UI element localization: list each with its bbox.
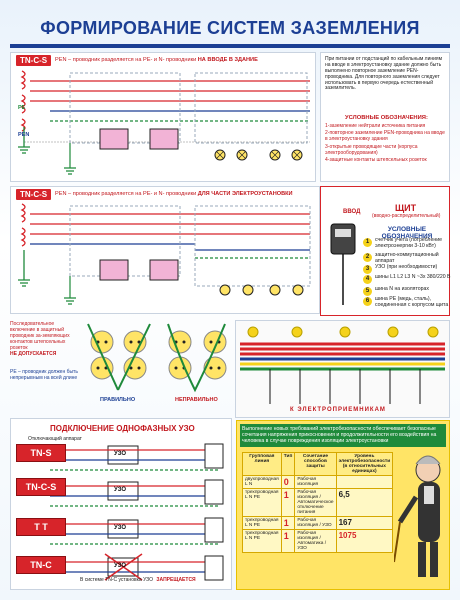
safety-table-header: Групповая линия Тип Сочетание способов з… <box>242 452 394 476</box>
shield-legend-number-3: 3 <box>363 265 372 274</box>
section2-diagram-svg <box>18 203 311 305</box>
uzo-diagram-svg <box>50 443 224 581</box>
shield-legend-text-4: шины L1 L2 L3 N ~3x 380/220 В <box>375 274 451 280</box>
shield-legend-text-1: счетчик учета (потребление электроэнерги… <box>375 237 442 249</box>
section1-caption-text: PEN – проводник разделяется на PE- и N- … <box>55 57 197 63</box>
uzo-system-tn-s: TN-S <box>16 444 66 462</box>
uzo-note-text: В системе TN-C установка УЗО <box>80 577 154 583</box>
safety-cell-value: 167 <box>335 516 394 530</box>
safety-cell-method: Рабочая изоляция / Автоматическое отключ… <box>294 488 337 517</box>
uzo-device-1: УЗО <box>114 451 127 457</box>
uzo-device-2: УЗО <box>114 487 127 493</box>
uzo-device-4: УЗО <box>114 563 127 569</box>
note-legend-title: УСЛОВНЫЕ ОБОЗНАЧЕНИЯ: <box>345 115 428 121</box>
title-divider <box>10 44 450 48</box>
uzo-system-tn-c-s: TN-C-S <box>16 478 66 496</box>
uzo-disconnector-label: Отключающий аппарат <box>28 436 82 442</box>
note-text: При питании от подстанций по кабельным л… <box>325 56 443 92</box>
section1-panel <box>10 52 316 182</box>
shield-legend-number-6: 6 <box>363 297 372 306</box>
sockets-diagram-svg <box>87 323 227 393</box>
bus-arrow-text: К ЭЛЕКТРОПРИЕМНИКАМ <box>290 407 386 413</box>
page-title: ФОРМИРОВАНИЕ СИСТЕМ ЗАЗЕМЛЕНИЯ <box>40 18 420 38</box>
safety-cell-method: Рабочая изоляция / Автоматика / УЗО <box>294 529 337 553</box>
sockets-wrong-label: НЕПРАВИЛЬНО <box>175 397 218 403</box>
teacher-illustration <box>394 455 441 577</box>
section2-caption-location: ДЛЯ ЧАСТИ ЭЛЕКТРОУСТАНОВКИ <box>197 191 293 197</box>
section1-system-tag: TN-C-S <box>16 55 52 66</box>
safety-cell-value: 6,5 <box>335 488 394 517</box>
uzo-system-tn-c: TN-C <box>16 556 66 574</box>
safety-cell-line: трехпроводная L N PE <box>242 488 282 517</box>
safety-cell-value <box>335 475 394 489</box>
sockets-note-text: Последовательное включение в защитный пр… <box>10 321 78 358</box>
safety-cell-line: двухпроводная L N <box>242 475 282 489</box>
note-legend-item-1: 1-заземление нейтрали источника питания <box>325 123 426 129</box>
bus-bars-svg <box>240 326 445 404</box>
safety-table: Групповая линия Тип Сочетание способов з… <box>242 452 394 553</box>
safety-cell-line: трехпроводная L N PE <box>242 529 282 553</box>
shield-legend-title: УСЛОВНЫЕ ОБОЗНАЧЕНИЯ <box>381 226 433 240</box>
note-legend-item-2: 2-повторное заземление PEN-проводника на… <box>325 130 445 142</box>
shield-input-label: ВВОД <box>343 209 361 215</box>
section1-label-pe: PE <box>18 105 26 111</box>
note-legend-item-3: 3-открытые проводящие части (корпуса эле… <box>325 144 418 156</box>
section1-caption-location: НА ВВОДЕ В ЗДАНИЕ <box>197 57 258 63</box>
safety-cell-line: трехпроводная L N PE <box>242 516 282 530</box>
uzo-note: В системе TN-C установка УЗО ЗАПРЕЩАЕТСЯ <box>80 577 196 584</box>
safety-cell-value: 1075 <box>335 529 394 553</box>
sockets-left-text: Последовательное включение в защитный пр… <box>10 321 70 351</box>
note-panel <box>320 52 450 182</box>
shield-legend-number-1: 1 <box>363 238 372 247</box>
safety-cell-method: Рабочая изоляция <box>294 475 337 489</box>
shield-meter-svg <box>330 223 356 305</box>
safety-header-line: Групповая линия <box>242 452 282 476</box>
uzo-note-prohibited: ЗАПРЕЩАЕТСЯ <box>156 577 196 583</box>
section1-label-pen: PEN <box>18 132 30 138</box>
safety-header-type: Тип <box>280 452 296 476</box>
shield-legend-number-5: 5 <box>363 287 372 296</box>
shield-legend-number-4: 4 <box>363 275 372 284</box>
note-legend-item-4: 4-защитные контакты штепсельных розеток <box>325 157 427 163</box>
uzo-title: ПОДКЛЮЧЕНИЕ ОДНОФАЗНЫХ УЗО <box>50 424 195 433</box>
section2-system-tag: TN-C-S <box>16 189 52 200</box>
uzo-system-tt: T T <box>16 518 66 536</box>
sockets-pe-note: PE – проводник должен быть непрерывным н… <box>10 369 78 381</box>
safety-cell-method: Рабочая изоляция / УЗО <box>294 516 337 530</box>
section2-caption-text: PEN – проводник разделяется на PE- и N- … <box>55 191 197 197</box>
safety-header-value: Уровень электробезопасности (в относител… <box>335 452 394 476</box>
sockets-correct-label: ПРАВИЛЬНО <box>100 397 136 403</box>
shield-legend-text-3: УЗО (при необходимости) <box>375 264 438 270</box>
shield-legend-number-2: 2 <box>363 253 372 262</box>
shield-title: ЩИТ <box>395 203 417 213</box>
safety-cell-type: 1 <box>280 516 296 530</box>
section1-diagram-svg <box>18 70 310 175</box>
shield-legend-text-2: защитно-коммутационный аппарат <box>375 252 439 264</box>
uzo-device-3: УЗО <box>114 525 127 531</box>
section1-caption: PEN – проводник разделяется на PE- и N- … <box>55 57 258 63</box>
shield-legend-text-5: шина N на изоляторах <box>375 286 430 292</box>
safety-header-method: Сочетание способов защиты <box>294 452 337 476</box>
transformer-coils <box>20 70 26 132</box>
safety-cell-type: 0 <box>280 475 296 489</box>
section2-caption: PEN – проводник разделяется на PE- и N- … <box>55 191 293 197</box>
safety-intro: Выполнение новых требований электробезоп… <box>240 424 446 447</box>
safety-cell-type: 1 <box>280 529 296 553</box>
safety-cell-type: 1 <box>280 488 296 517</box>
shield-legend-text-6: шина PE (медь, сталь), соединенная с кор… <box>375 296 449 308</box>
sockets-left-prohibited: НЕ ДОПУСКАЕТСЯ <box>10 351 57 358</box>
shield-subtitle: (вводно-распределительный) <box>372 213 441 219</box>
